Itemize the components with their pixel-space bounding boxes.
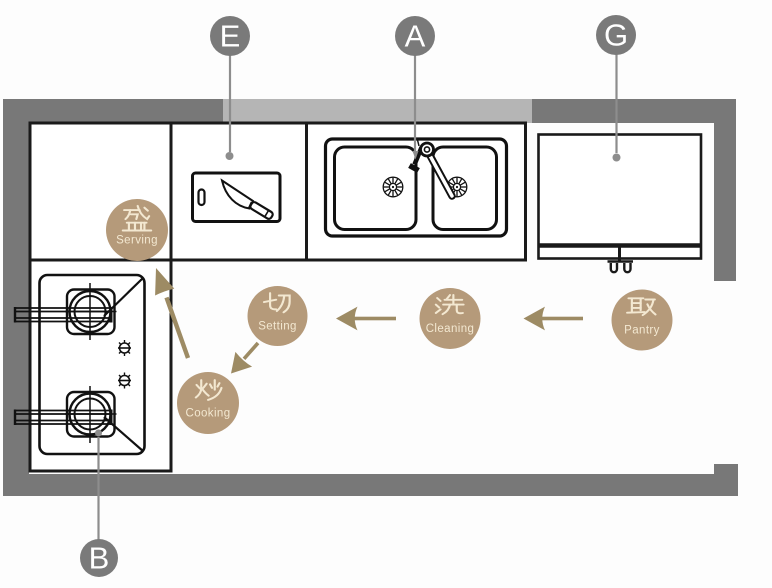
svg-text:G: G — [604, 18, 628, 53]
svg-text:Serving: Serving — [116, 235, 158, 247]
svg-text:B: B — [89, 541, 110, 576]
svg-text:E: E — [220, 19, 241, 54]
svg-text:Cleaning: Cleaning — [426, 323, 475, 335]
svg-text:Setting: Setting — [258, 321, 297, 333]
svg-text:Cooking: Cooking — [186, 408, 231, 420]
svg-text:A: A — [405, 19, 426, 54]
svg-text:Pantry: Pantry — [624, 325, 660, 337]
